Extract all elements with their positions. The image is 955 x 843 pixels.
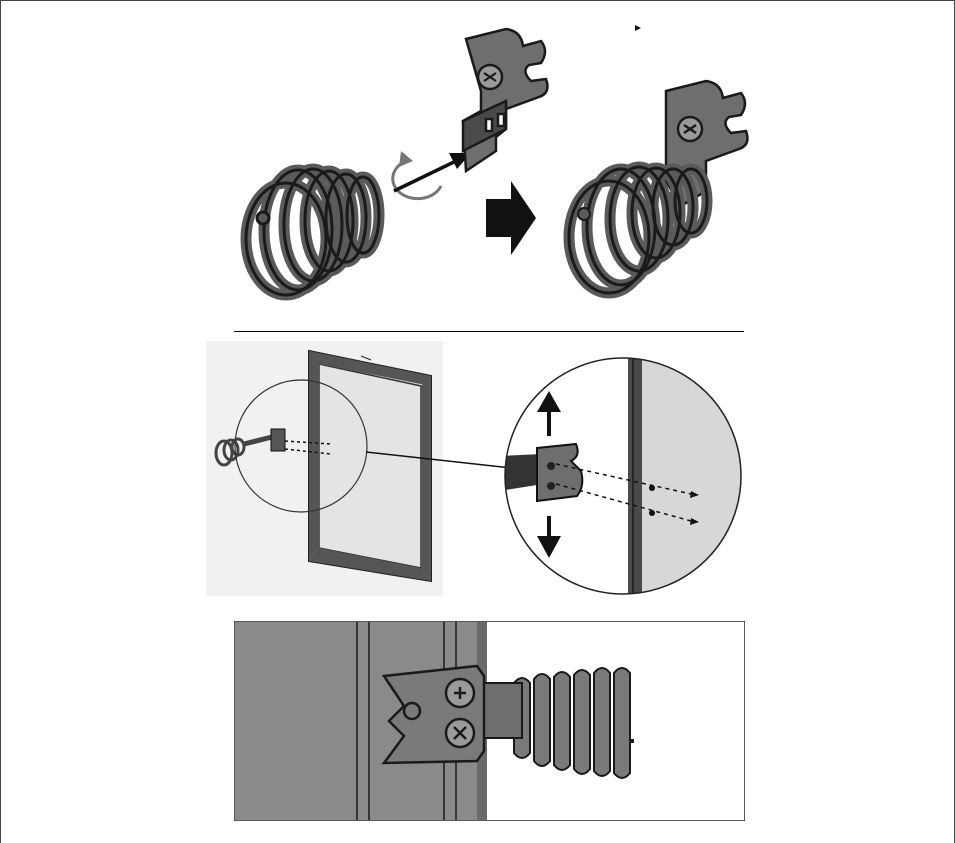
step-3-illustration — [234, 621, 745, 821]
bracket-left — [463, 29, 547, 171]
step-2-panel — [1, 336, 955, 606]
small-bracket — [271, 429, 285, 451]
small-marker — [635, 25, 641, 31]
spring-left — [246, 169, 379, 295]
spring-right — [569, 167, 707, 293]
rotate-arrow-icon — [393, 151, 441, 199]
bracket-plate-detail — [384, 666, 484, 763]
step-2-illustration — [1, 336, 955, 606]
step-3-panel — [234, 621, 745, 821]
step-1-panel — [1, 1, 955, 321]
divider — [234, 331, 744, 332]
right-arrow-icon — [486, 181, 536, 255]
step-1-illustration — [1, 1, 955, 321]
